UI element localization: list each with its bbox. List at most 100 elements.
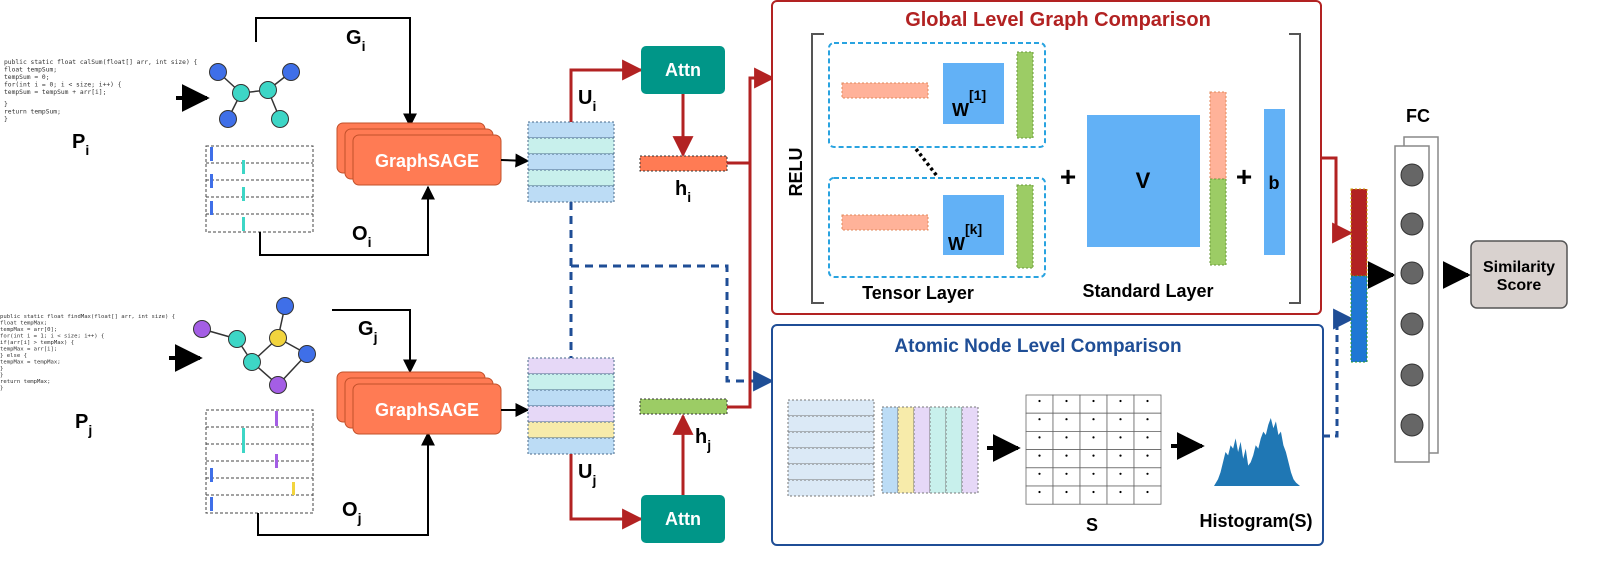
s-cell-dot xyxy=(1065,472,1068,475)
s-cell-dot xyxy=(1065,436,1068,439)
plus-sign-1: + xyxy=(1060,161,1076,192)
graph-j xyxy=(193,297,316,394)
code-line: } xyxy=(0,366,3,372)
arrow-g-i xyxy=(255,17,417,128)
feature-table-j xyxy=(205,409,314,514)
graph-node xyxy=(269,329,287,347)
standard-layer-label: Standard Layer xyxy=(1082,281,1213,301)
similarity-score-box xyxy=(1470,240,1568,309)
similarity-score-label: Similarity xyxy=(1483,259,1555,276)
arrow-global-to-concat xyxy=(1321,156,1354,244)
s-cell xyxy=(1025,449,1054,469)
graph-node xyxy=(271,110,289,128)
s-cell xyxy=(1025,394,1054,414)
code-line: tempMax = arr[0]; xyxy=(0,327,57,333)
code-line: float tempMax; xyxy=(0,321,47,327)
label-u-i: Ui xyxy=(578,87,596,114)
s-cell-dot xyxy=(1146,399,1149,403)
code-line: tempSum = 0; xyxy=(4,74,50,81)
fc-layer: FC xyxy=(1394,106,1439,463)
s-cell xyxy=(1133,467,1162,487)
attn-block-j xyxy=(641,495,725,543)
s-cell-dot xyxy=(1038,399,1041,403)
s-cell xyxy=(1106,449,1135,469)
s-cell-dot xyxy=(1119,418,1122,421)
embedding-u-j xyxy=(527,357,615,455)
s-cell xyxy=(1133,449,1162,469)
code-line: for(int i = 1; i < size; i++) { xyxy=(0,334,104,340)
s-cell xyxy=(1133,412,1162,432)
code-line: return tempSum; xyxy=(4,109,61,116)
code-line: public static float findMax(float[] arr,… xyxy=(0,314,175,320)
s-cell xyxy=(1106,467,1135,487)
bias-vector xyxy=(1264,109,1285,255)
graph-node xyxy=(193,320,211,338)
b-label: b xyxy=(1269,173,1280,193)
s-cell-dot xyxy=(1038,472,1041,475)
fc-neuron xyxy=(1400,312,1424,336)
label-g-j: Gj xyxy=(358,318,377,345)
bracket-right xyxy=(1289,33,1301,304)
code-line: float tempSum; xyxy=(4,67,57,74)
graph-i xyxy=(209,63,300,128)
s-cell-dot xyxy=(1146,490,1149,494)
graph-node xyxy=(209,63,227,81)
graph-node xyxy=(243,353,261,371)
s-cell-dot xyxy=(1038,436,1041,439)
s-cell xyxy=(1079,394,1108,414)
tensor-slice-1 xyxy=(828,42,1046,148)
s-cell-dot xyxy=(1146,454,1149,457)
attn-label-j: Attn xyxy=(665,509,701,529)
code-line: for(int i = 0; i < size; i++) { xyxy=(4,82,122,89)
label-u-j: Uj xyxy=(578,461,596,488)
arrow-u-to-attn-j xyxy=(569,454,644,530)
label-g-i: Gi xyxy=(346,27,365,54)
s-cell-dot xyxy=(1065,490,1068,494)
s-cell-dot xyxy=(1092,472,1095,475)
arrow-o-j xyxy=(257,431,435,536)
graph-node xyxy=(276,297,294,315)
graphsage-block-j: GraphSAGE xyxy=(336,371,502,435)
global-panel-title: Global Level Graph Comparison xyxy=(905,9,1211,31)
attn-label-i: Attn xyxy=(665,60,701,80)
s-cell-dot xyxy=(1038,418,1041,421)
graph-node xyxy=(269,376,287,394)
s-cell xyxy=(1106,394,1135,414)
s-cell xyxy=(1106,412,1135,432)
s-label: S xyxy=(1086,515,1098,535)
s-cell xyxy=(1079,485,1108,505)
code-line: return tempMax; xyxy=(0,379,51,385)
fc-label: FC xyxy=(1406,106,1430,126)
s-cell xyxy=(1133,485,1162,505)
tensor-slice-k xyxy=(828,177,1046,278)
graphsage-block-i: GraphSAGE xyxy=(336,122,502,186)
code-snippet-j: public static float findMax(float[] arr,… xyxy=(0,314,175,392)
label-h-j: hj xyxy=(695,426,711,453)
atomic-matrix-cols xyxy=(881,406,979,494)
fc-neuron xyxy=(1400,363,1424,387)
v-matrix xyxy=(1087,115,1200,247)
label-o-i: Oi xyxy=(352,223,371,250)
s-cell xyxy=(1052,394,1081,414)
s-cell-dot xyxy=(1119,436,1122,439)
graph-node xyxy=(228,330,246,348)
tensor-layer-label: Tensor Layer xyxy=(862,283,974,303)
arrow-o-i xyxy=(259,185,435,256)
plus-sign-2: + xyxy=(1236,161,1252,192)
label-p-j: Pj xyxy=(75,411,92,438)
s-cell-dot xyxy=(1092,436,1095,439)
histogram-shape xyxy=(1214,418,1300,486)
graph-node xyxy=(259,81,277,99)
dashed-arrow-atomic-to-concat xyxy=(1323,308,1355,438)
s-cell xyxy=(1079,449,1108,469)
concat-vector-blue xyxy=(1350,275,1368,363)
s-cell-dot xyxy=(1146,472,1149,475)
code-line: } xyxy=(0,386,3,392)
s-cell xyxy=(1025,467,1054,487)
graph-node xyxy=(282,63,300,81)
label-o-j: Oj xyxy=(342,499,361,526)
tensor-output-vector-k xyxy=(1016,184,1034,269)
concat-vector-top xyxy=(1209,91,1227,180)
atomic-comparison-panel: Atomic Node Level Comparison S Histogram… xyxy=(771,324,1324,546)
